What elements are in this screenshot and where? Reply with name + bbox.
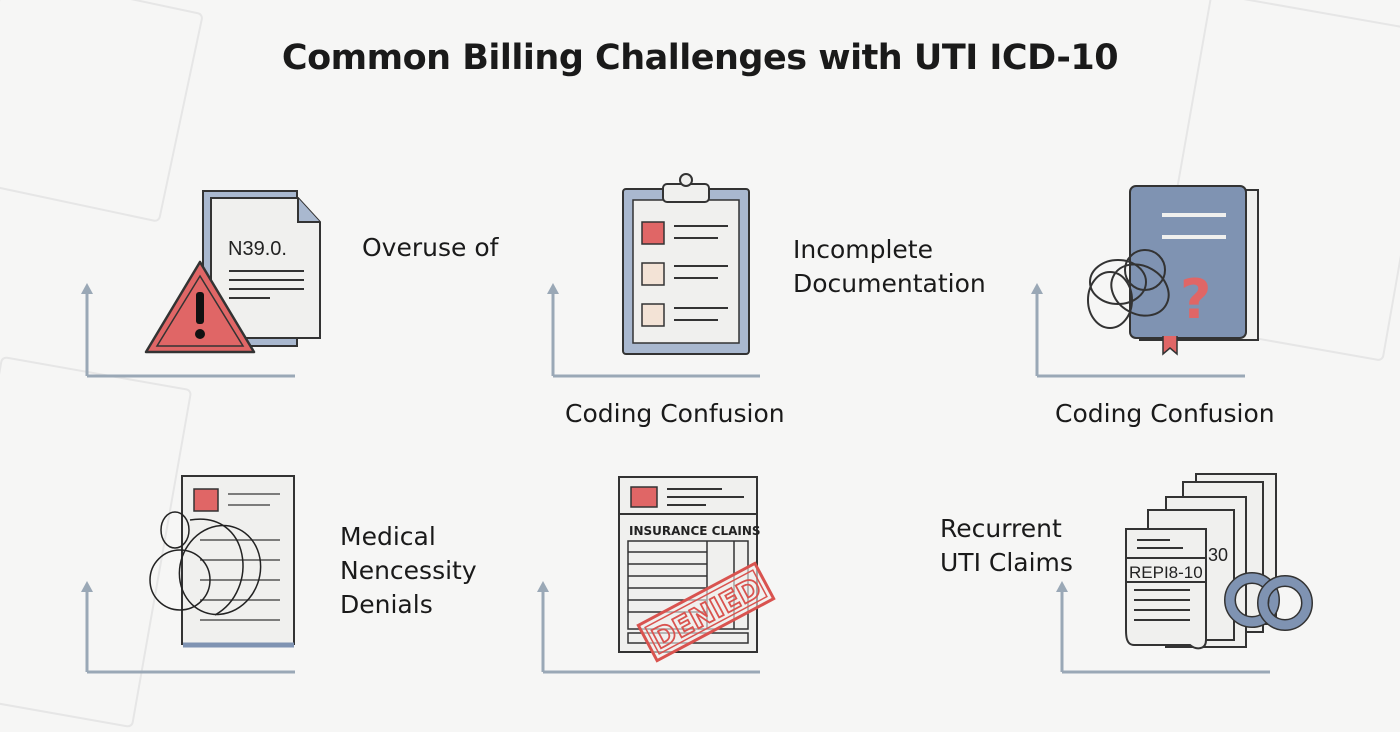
tangled-document-icon — [149, 475, 295, 648]
document-code: N39.0. — [228, 238, 287, 260]
caption-coding-confusion: Coding Confusion — [565, 399, 785, 428]
arrow-connector — [551, 292, 760, 378]
svg-text:30: 30 — [1208, 545, 1228, 565]
stacked-records-chain-icon: 30 REPI8-10 — [1125, 473, 1313, 650]
challenge-label-overuse: Overuse of — [362, 233, 499, 262]
book-question-icon: ? — [1087, 185, 1259, 356]
arrow-connector — [1060, 590, 1270, 674]
document-warning-icon: N39.0. — [144, 190, 321, 354]
form-title: INSURANCE CLAINS — [629, 524, 761, 538]
record-code: REPI8-10 — [1129, 563, 1203, 582]
arrow-connector — [1035, 292, 1245, 378]
caption-coding-confusion: Coding Confusion — [1055, 399, 1275, 428]
challenge-label-incomplete-documentation: Incomplete Documentation — [793, 235, 986, 298]
svg-text:?: ? — [1180, 268, 1211, 331]
arrow-connector — [85, 590, 295, 674]
clipboard-checklist-icon — [622, 173, 750, 355]
challenge-label-recurrent-claims: Recurrent UTI Claims — [940, 514, 1073, 577]
arrow-connector — [541, 590, 760, 674]
page-title: Common Billing Challenges with UTI ICD-1… — [281, 38, 1119, 78]
challenge-label-medical-necessity: Medical Nencessity Denials — [340, 522, 477, 619]
arrow-connector — [85, 292, 295, 378]
denied-claim-icon: INSURANCE CLAINS DENIED — [618, 476, 776, 663]
